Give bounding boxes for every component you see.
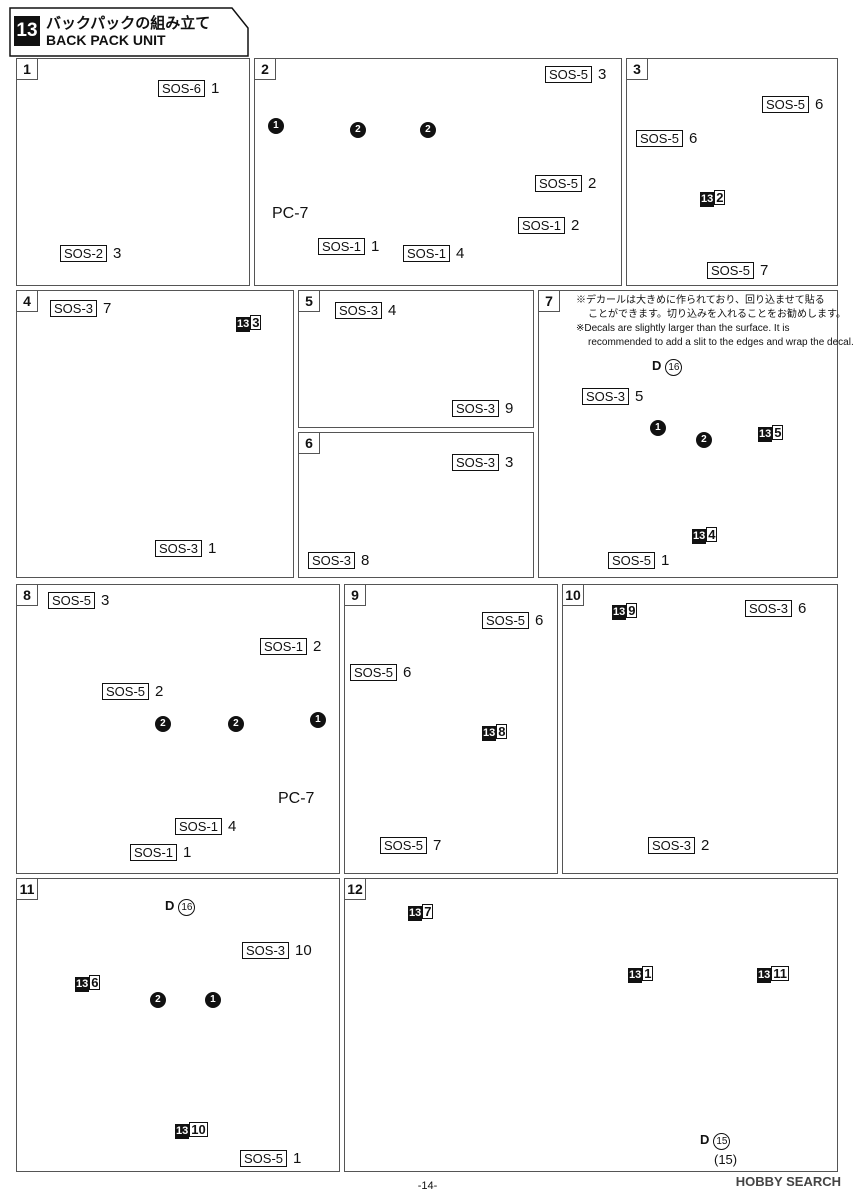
step-number: 2 xyxy=(255,59,276,80)
step-number: 5 xyxy=(299,291,320,312)
step-panel-4: 4 xyxy=(16,290,294,578)
step-number: 7 xyxy=(539,291,560,312)
step-panel-12: 12 xyxy=(344,878,838,1172)
watermark: HOBBY SEARCH xyxy=(735,1174,841,1189)
step-number: 11 xyxy=(17,879,38,900)
section-number: 13 xyxy=(14,16,40,46)
step-number: 12 xyxy=(345,879,366,900)
step-panel-10: 10 xyxy=(562,584,838,874)
page-number: -14- xyxy=(417,1180,438,1192)
step-number: 10 xyxy=(563,585,584,606)
pc-part-label: PC-7 xyxy=(278,790,315,807)
step-number: 1 xyxy=(17,59,38,80)
step-panel-3: 3 xyxy=(626,58,838,286)
decal-label-alt: (15) xyxy=(714,1152,738,1167)
step-number: 8 xyxy=(17,585,38,606)
step-number: 6 xyxy=(299,433,320,454)
section-title-en: BACK PACK UNIT xyxy=(46,32,166,48)
step-number: 3 xyxy=(627,59,648,80)
pc-part-label: PC-7 xyxy=(272,205,309,222)
step-number: 4 xyxy=(17,291,38,312)
step-panel-7: 7 xyxy=(538,290,838,578)
step-panel-1: 1 xyxy=(16,58,250,286)
step-panel-9: 9 xyxy=(344,584,558,874)
section-title-jp: バックパックの組み立て xyxy=(46,15,211,32)
decal-note: ※デカールは大きめに作られており、回り込ませて貼る ことができます。切り込みを入… xyxy=(576,295,854,348)
step-panel-11: 11 xyxy=(16,878,340,1172)
header-tab-shape xyxy=(9,7,249,57)
step-number: 9 xyxy=(345,585,366,606)
